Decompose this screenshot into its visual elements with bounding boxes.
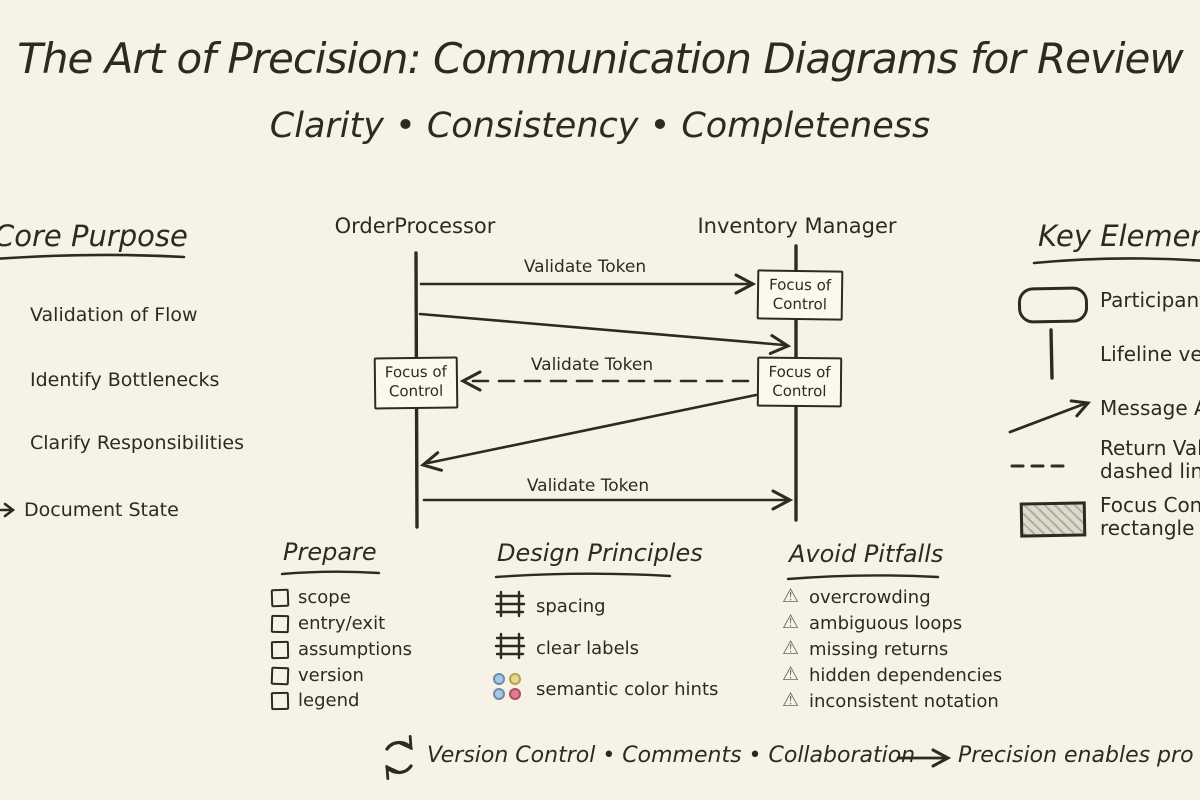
core-purpose-underline bbox=[0, 253, 186, 260]
core-purpose-item: Clarify Responsibilities bbox=[30, 432, 244, 454]
focus-of-control-box: Focus of Control bbox=[756, 269, 844, 321]
key-element-label: Focus Cont bbox=[1100, 493, 1200, 517]
key-element-label: Message Ar bbox=[1100, 396, 1200, 420]
core-purpose-heading: Core Purpose bbox=[0, 219, 188, 253]
prepare-item: legend bbox=[298, 690, 360, 711]
core-purpose-item: Document State bbox=[24, 499, 179, 521]
checkbox-icon bbox=[270, 666, 290, 686]
document-state-arrow-icon bbox=[0, 502, 16, 518]
participant-label-orderprocessor: OrderProcessor bbox=[334, 214, 496, 238]
semantic-color-hints-icon bbox=[493, 673, 525, 703]
warning-icon: ⚠ bbox=[782, 611, 800, 633]
pitfall-item: hidden dependencies bbox=[809, 665, 1003, 686]
design-principle-item: semantic color hints bbox=[536, 679, 719, 700]
warning-icon: ⚠ bbox=[782, 689, 800, 711]
key-elements-underline bbox=[1032, 257, 1200, 265]
focus-of-control-box: Focus of Control bbox=[756, 356, 843, 408]
key-element-label: rectangle bbox=[1100, 516, 1195, 540]
pitfall-item: ambiguous loops bbox=[809, 613, 963, 634]
pitfall-item: missing returns bbox=[809, 639, 949, 660]
participant-label-inventorymanager: Inventory Manager bbox=[697, 214, 897, 238]
message-arrow-icon bbox=[1008, 402, 1086, 434]
message-label: Validate Token bbox=[523, 257, 647, 277]
design-principles-underline bbox=[494, 572, 672, 579]
footer-collaboration-text: Version Control • Comments • Collaborati… bbox=[427, 743, 916, 768]
checkbox-icon bbox=[270, 588, 290, 608]
checkbox-icon bbox=[270, 640, 290, 660]
warning-icon: ⚠ bbox=[782, 637, 800, 659]
prepare-item: version bbox=[298, 665, 364, 686]
checkbox-icon bbox=[270, 614, 290, 634]
core-purpose-item: Identify Bottlenecks bbox=[30, 369, 220, 391]
clear-labels-icon bbox=[494, 632, 526, 660]
core-purpose-item: Validation of Flow bbox=[30, 304, 198, 326]
lifeline-icon bbox=[1049, 328, 1054, 380]
prepare-underline bbox=[280, 570, 381, 576]
key-elements-heading: Key Element bbox=[1038, 219, 1200, 253]
page-subtitle: Clarity • Consistency • Completeness bbox=[269, 106, 931, 146]
key-element-label: Participant bbox=[1100, 288, 1200, 312]
message-label: Validate Token bbox=[526, 476, 650, 496]
avoid-pitfalls-heading: Avoid Pitfalls bbox=[789, 540, 944, 568]
avoid-pitfalls-underline bbox=[786, 574, 940, 581]
prepare-item: scope bbox=[298, 587, 351, 608]
key-element-label: Return Valu bbox=[1100, 436, 1200, 460]
prepare-item: entry/exit bbox=[298, 613, 386, 634]
page-title: The Art of Precision: Communication Diag… bbox=[17, 34, 1183, 83]
message-arrow-2 bbox=[418, 312, 786, 347]
pitfall-item: inconsistent notation bbox=[809, 691, 999, 712]
warning-icon: ⚠ bbox=[782, 585, 800, 607]
spacing-icon bbox=[494, 590, 526, 618]
participant-icon bbox=[1017, 286, 1089, 324]
warning-icon: ⚠ bbox=[782, 663, 800, 685]
pitfall-item: overcrowding bbox=[809, 587, 931, 608]
message-arrow-4 bbox=[426, 393, 758, 465]
design-principle-item: clear labels bbox=[536, 638, 640, 659]
checkbox-icon bbox=[270, 691, 290, 711]
focus-rect-icon bbox=[1019, 501, 1087, 538]
prepare-item: assumptions bbox=[298, 639, 413, 660]
key-element-label: Lifeline ver bbox=[1100, 342, 1200, 366]
design-principle-item: spacing bbox=[536, 596, 606, 617]
key-element-label: dashed line bbox=[1100, 459, 1200, 483]
version-cycle-icon bbox=[385, 734, 413, 781]
footer-result-text: Precision enables pro bbox=[958, 743, 1194, 768]
focus-of-control-box: Focus of Control bbox=[373, 356, 459, 410]
message-label: Validate Token bbox=[530, 355, 654, 375]
design-principles-heading: Design Principles bbox=[497, 539, 703, 567]
prepare-heading: Prepare bbox=[283, 538, 377, 566]
